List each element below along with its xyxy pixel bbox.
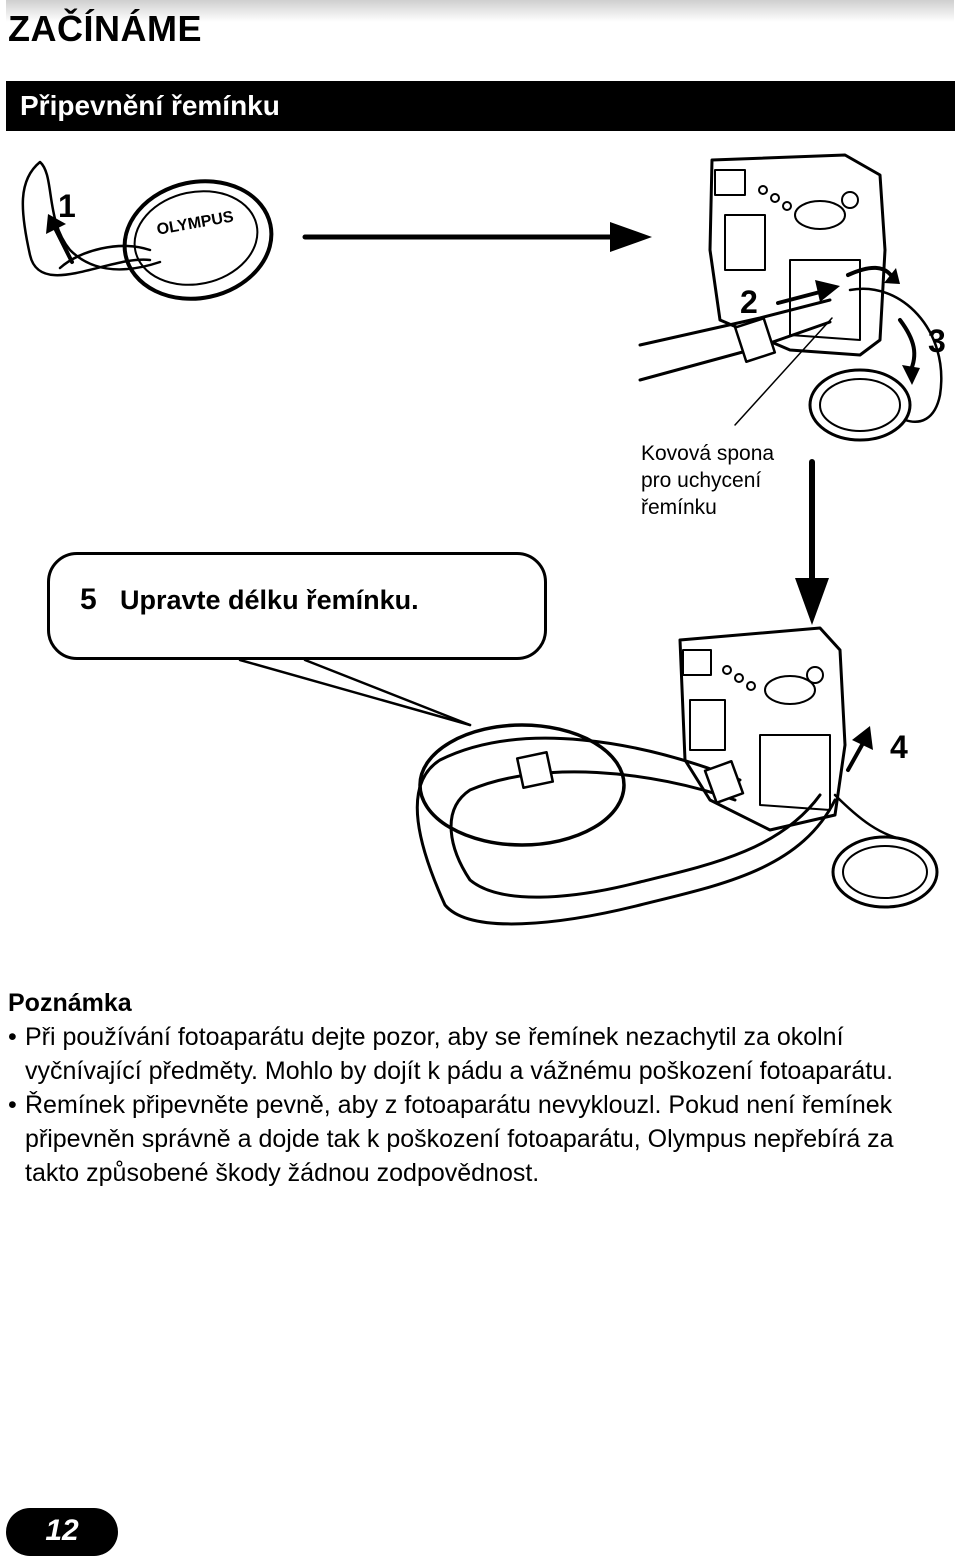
section-title: Připevnění řemínku — [20, 90, 280, 121]
note-section: Poznámka • Při používání fotoaparátu dej… — [8, 986, 948, 1190]
camera-top — [708, 153, 887, 357]
step-number-1: 1 — [58, 188, 76, 224]
chapter-title: ZAČÍNÁME — [8, 8, 202, 49]
strap-loop — [415, 736, 837, 926]
clip-label-line-1: Kovová spona — [641, 442, 775, 465]
clip-label: Kovová spona pro uchycení řemínku — [641, 440, 841, 521]
page-number-badge: 12 — [6, 1508, 118, 1556]
clip-label-line-2: pro uchycení — [641, 469, 762, 492]
clip-leader-line — [734, 317, 833, 426]
section-header-bar: Připevnění řemínku — [6, 81, 955, 131]
note-item: • Při používání fotoaparátu dejte pozor,… — [8, 1020, 948, 1088]
step-number-3: 3 — [928, 323, 946, 359]
lens-cap-with-string: OLYMPUS — [21, 160, 274, 301]
step1-arrow — [53, 226, 74, 264]
callout-step-number: 5 — [80, 583, 97, 616]
note-item-text: Řemínek připevněte pevně, aby z fotoapar… — [25, 1091, 894, 1187]
step2-arrow — [776, 290, 822, 305]
lens-cap-top — [808, 368, 912, 442]
strap-attachment-illustration: OLYMPUS — [21, 153, 943, 926]
callout-text: Upravte délku řemínku. — [120, 585, 419, 615]
note-item: • Řemínek připevněte pevně, aby z fotoap… — [8, 1088, 948, 1190]
bullet: • — [8, 1023, 17, 1051]
strap-top — [638, 298, 832, 347]
step4-arrow — [846, 743, 864, 772]
step-number-4: 4 — [890, 729, 908, 765]
clip-label-line-3: řemínku — [641, 496, 717, 519]
top-rule — [6, 0, 954, 22]
callout-bubble: 5 Upravte délku řemínku. — [47, 552, 547, 660]
camera-bottom — [678, 626, 847, 832]
note-item-text: Při používání fotoaparátu dejte pozor, a… — [25, 1023, 894, 1085]
page-number: 12 — [45, 1514, 79, 1547]
adjustment-highlight-circle — [418, 723, 626, 847]
note-heading: Poznámka — [8, 989, 132, 1017]
step-number-2: 2 — [740, 284, 758, 320]
bullet: • — [8, 1091, 17, 1119]
lens-cap-bottom — [831, 835, 939, 909]
